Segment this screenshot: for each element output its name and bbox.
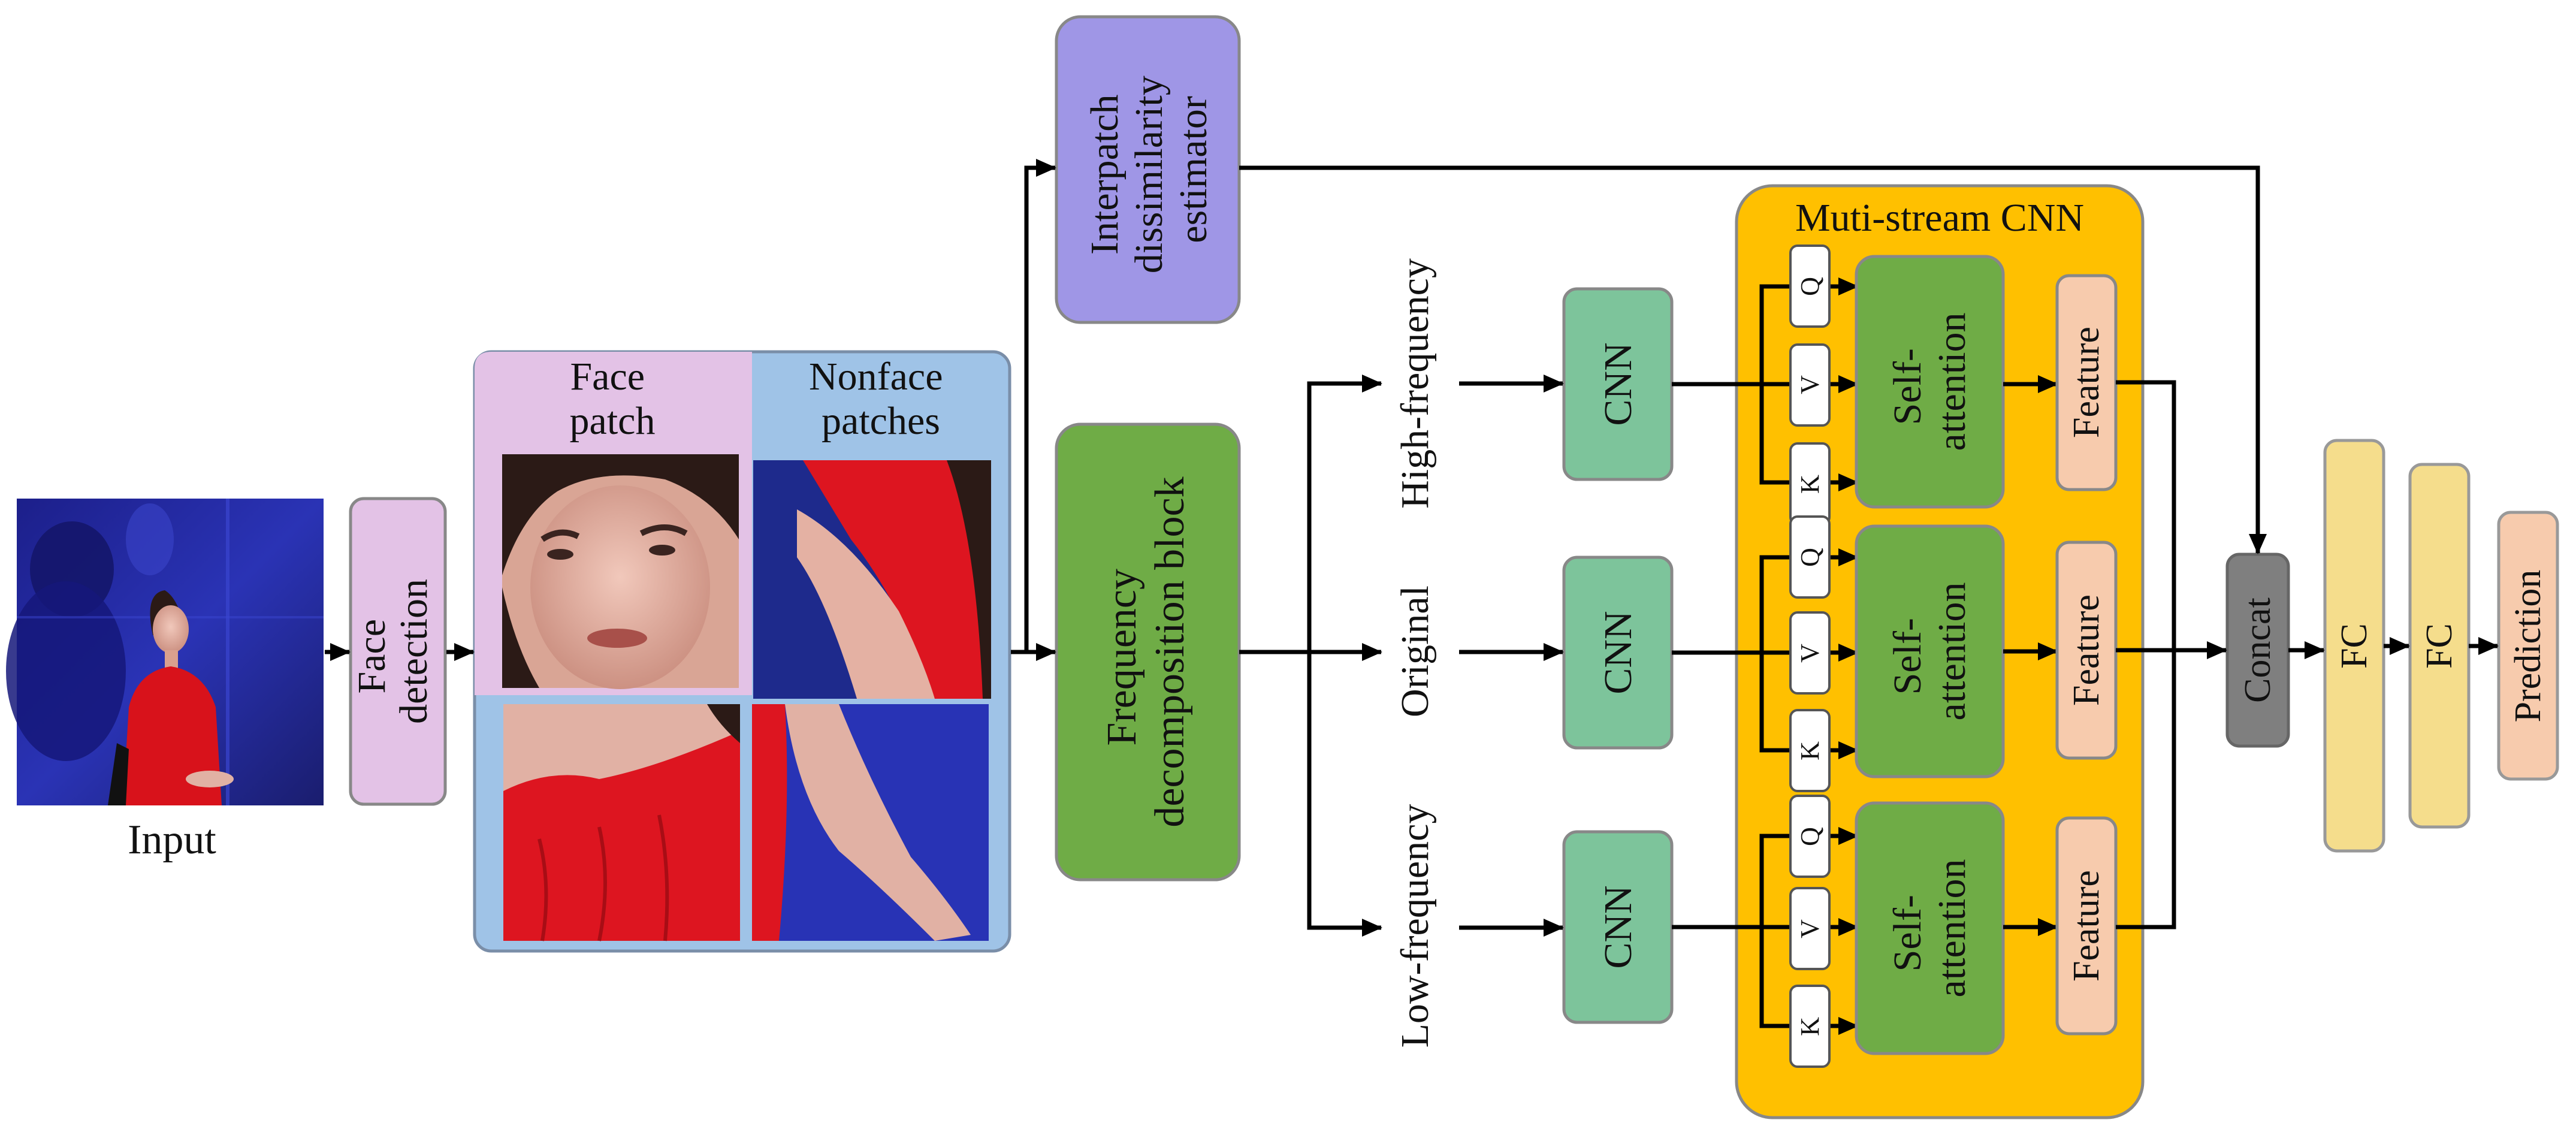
v-box-low [1789,887,1831,970]
nonface-patches-label: Nonface patches [809,355,953,443]
nonface-patch-2 [503,704,740,941]
cnn-label-original: CNN [1596,611,1640,694]
face-patch-label: Face patch [570,355,656,443]
k-label-low: K [1795,1017,1825,1036]
v-label-high: V [1795,375,1825,394]
face-detection-label: Face detection [350,579,436,724]
arrow-to-low-frequency [1307,652,1382,937]
concat-label: Concat [2237,597,2278,703]
prediction-label: Prediction [2508,570,2548,723]
feature-label-low: Feature [2066,870,2107,982]
original-label: Original [1393,585,1437,717]
fc-label-1: FC [2334,623,2375,669]
v-label-low: V [1795,919,1825,938]
feature-merge-line [2116,380,2176,929]
arrow-interpatch-to-concat [1239,165,2267,554]
interpatch-estimator-label: Interpatch dissimilarity estimator [1083,66,1215,274]
q-box-original [1789,515,1831,599]
q-label-high: Q [1795,277,1825,296]
self-attention-label-high: Self- attention [1886,313,1974,451]
stream-high: Q V K Self- attention Feature [1672,244,2118,526]
stream-low: Q V K Self- attention Feature [1672,795,2118,1068]
k-box-low [1789,985,1831,1068]
v-label-original: V [1795,644,1825,663]
k-label-original: K [1795,741,1825,760]
connectors [325,159,2499,937]
cnn-label-low: CNN [1596,885,1640,968]
nonface-patch-1 [753,460,991,699]
v-box-original [1789,611,1831,695]
prediction-box [2497,511,2559,781]
feature-label-high: Feature [2066,327,2107,438]
frequency-decomposition-label: Frequency decomposition block [1099,476,1193,827]
face-patch-image [502,454,739,689]
q-box-low [1789,795,1831,878]
low-frequency-label: Low-frequency [1393,804,1437,1048]
q-box-high [1789,244,1831,328]
patch-block: Face patch Nonface patches [473,350,1011,953]
nonface-patch-3 [752,704,989,941]
q-label-original: Q [1795,548,1825,567]
input-label: Input [128,817,216,863]
arrow-patches-to-interpatch [1024,159,1056,652]
k-label-high: K [1795,475,1825,494]
multistream-cnn-title: Muti-stream CNN [1795,196,2084,240]
self-attention-label-original: Self- attention [1886,582,1974,721]
k-box-original [1789,709,1831,792]
cnn-label-high: CNN [1596,342,1640,425]
high-frequency-label: High-frequency [1393,258,1437,509]
face-detection-box [349,497,447,806]
q-label-low: Q [1795,827,1825,846]
self-attention-label-low: Self- attention [1886,859,1974,998]
feature-label-original: Feature [2066,594,2107,706]
self-attention-box-high [1855,255,2005,509]
input-image [6,499,324,805]
v-box-high [1789,343,1831,427]
fc-label-2: FC [2419,623,2460,669]
arrow-to-high-frequency [1307,375,1382,652]
